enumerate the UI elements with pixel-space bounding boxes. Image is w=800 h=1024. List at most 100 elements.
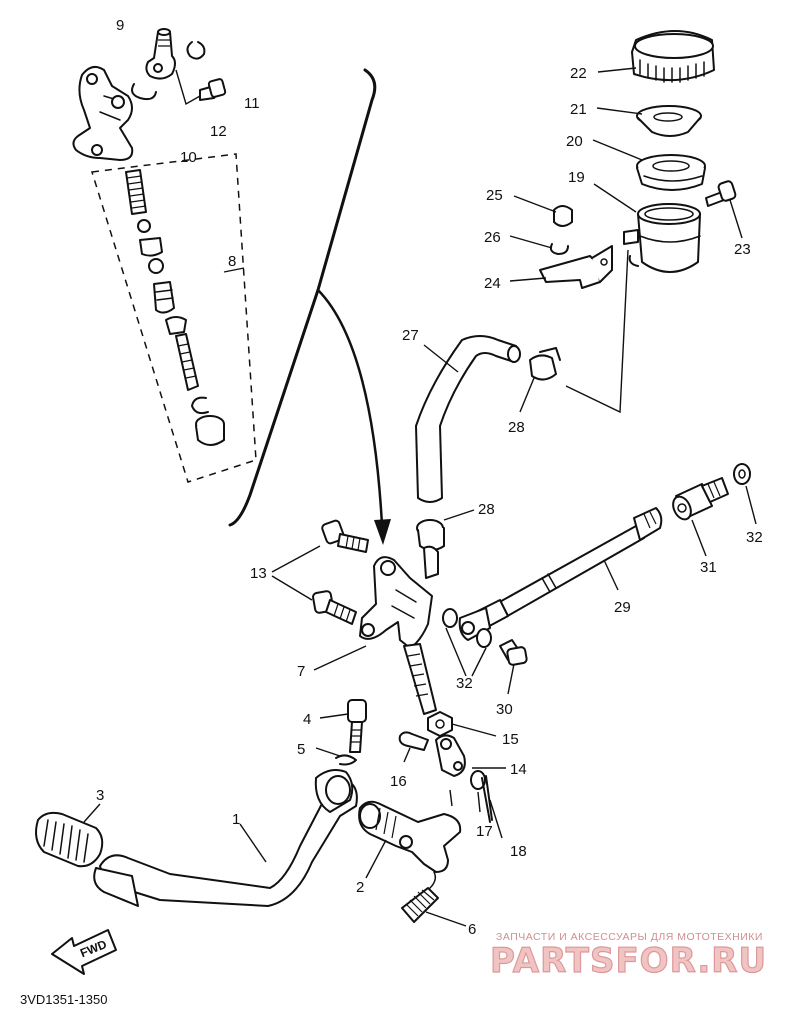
- callout-8: 8: [228, 253, 236, 270]
- callout-27: 27: [402, 327, 419, 344]
- bolt-12: [199, 78, 227, 101]
- callout-19: 19: [568, 169, 585, 186]
- callout-18: 18: [510, 843, 527, 860]
- callout-17: 17: [476, 823, 493, 840]
- callout-29: 29: [614, 599, 631, 616]
- leader-6: [425, 911, 467, 927]
- callout-25: 25: [486, 187, 503, 204]
- callout-7: 7: [297, 663, 305, 680]
- leader-29: [603, 559, 619, 591]
- callout-30: 30: [496, 701, 513, 718]
- callout-4: 4: [303, 711, 311, 728]
- callout-32-left: 32: [456, 675, 473, 692]
- leader-31: [691, 519, 707, 557]
- bolt-4: [347, 699, 367, 753]
- hose-clamp-28-upper: [529, 347, 561, 381]
- clip-26: [549, 243, 569, 255]
- pin-16: [398, 731, 429, 751]
- arrow-head: [374, 519, 391, 545]
- plate-21: [636, 105, 702, 137]
- reservoir-19: [623, 203, 701, 273]
- callout-28-upper: 28: [508, 419, 525, 436]
- cotter-pin-18: [481, 775, 493, 823]
- callout-10: 10: [180, 149, 197, 166]
- piston: [153, 281, 175, 314]
- diagram-code: 3VD1351-1350: [20, 992, 107, 1007]
- watermark-brand: PARTSFOR.RU: [490, 941, 767, 981]
- bolt-13-upper: [321, 519, 369, 553]
- bracket-24: [539, 245, 613, 289]
- callout-11: 11: [244, 95, 260, 112]
- detail-pointer-arrow: [316, 288, 384, 527]
- callout-15: 15: [502, 731, 519, 748]
- washer-b: [148, 258, 164, 274]
- screw-23: [705, 180, 737, 207]
- leader-27: [423, 344, 459, 373]
- callout-21: 21: [570, 101, 587, 118]
- callout-12: 12: [210, 123, 227, 140]
- bolt-13-lower: [312, 590, 357, 625]
- leader-23: [729, 199, 743, 239]
- fwd-arrow: FWD: [51, 929, 117, 975]
- leader-20: [592, 139, 643, 161]
- callout-32-right: 32: [746, 529, 763, 546]
- master-cylinder-body: [72, 65, 134, 161]
- callout-1: 1: [232, 811, 240, 828]
- leader-30: [507, 663, 515, 695]
- nut-15: [427, 711, 453, 737]
- callout-23: 23: [734, 241, 751, 258]
- bolt-30: [499, 639, 528, 666]
- leader-22: [597, 67, 637, 73]
- brake-hose-29: [458, 507, 663, 641]
- leader-5: [315, 747, 341, 757]
- washer-17: [470, 770, 486, 790]
- leader-25: [513, 195, 557, 213]
- callout-9: 9: [116, 17, 124, 34]
- bracket-7: [359, 545, 439, 715]
- leader-28-lower: [443, 509, 475, 521]
- hose-joint-fitting: [145, 28, 176, 80]
- leader-16: [403, 747, 411, 763]
- gasket-32-left: [442, 608, 492, 648]
- callout-31: 31: [700, 559, 717, 576]
- leader-13: [271, 545, 321, 601]
- circlip-piston: [191, 396, 209, 415]
- callout-20: 20: [566, 133, 583, 150]
- reservoir-hose-27: [415, 335, 521, 503]
- callout-5: 5: [297, 741, 305, 758]
- leader-17: [477, 791, 481, 813]
- o-ring-10: [131, 83, 157, 101]
- union-bolt-31: [672, 477, 729, 521]
- leader-19-28: [565, 249, 629, 414]
- reservoir-cap-22: [631, 30, 715, 83]
- gasket-32-right: [733, 463, 751, 485]
- leader-4: [319, 713, 349, 719]
- callout-2: 2: [356, 879, 364, 896]
- leader-24: [509, 277, 547, 282]
- push-rod: [165, 316, 199, 391]
- leader-26: [509, 235, 553, 249]
- clevis-14: [435, 734, 466, 777]
- watermark-tagline: ЗАПЧАСТИ И АКСЕССУАРЫ ДЛЯ МОТОТЕХНИКИ: [496, 931, 763, 943]
- leader-32-right: [745, 485, 757, 525]
- diaphragm-20: [636, 154, 706, 191]
- return-spring-6: [401, 871, 439, 923]
- callout-16: 16: [390, 773, 407, 790]
- leader-18: [489, 799, 503, 839]
- callout-22: 22: [570, 65, 587, 82]
- callout-28-lower: 28: [478, 501, 495, 518]
- leader-7: [313, 645, 367, 671]
- callout-26: 26: [484, 229, 501, 246]
- leader-9-11: [175, 69, 201, 106]
- plug-25: [553, 205, 573, 227]
- dust-boot: [195, 415, 225, 446]
- brake-pedal-1: [93, 769, 358, 907]
- leader-1: [239, 823, 267, 863]
- leader-2: [365, 839, 387, 879]
- piston-kit-outline: [91, 153, 257, 483]
- pedal-rubber-3: [35, 811, 104, 868]
- leader-8: [223, 267, 245, 273]
- leader-32-left: [445, 627, 487, 677]
- leader-19: [593, 183, 637, 213]
